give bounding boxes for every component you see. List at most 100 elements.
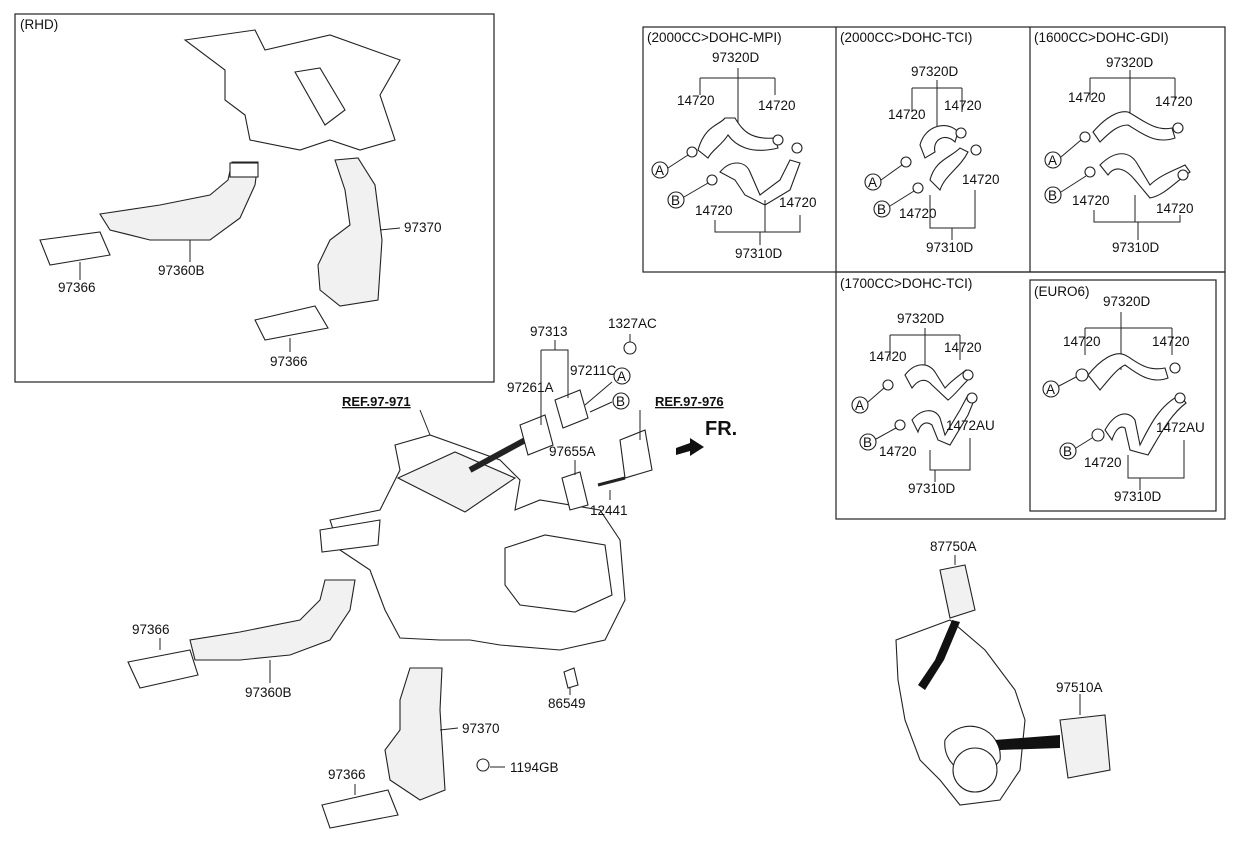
variant-1-marker-b-text: B bbox=[671, 193, 680, 208]
variant-2-clip-bottom-right: 14720 bbox=[962, 172, 1000, 187]
variant-4-bottom-bracket bbox=[929, 438, 971, 471]
variant-3-top-bracket bbox=[1089, 70, 1176, 118]
variant-1-marker-a bbox=[651, 161, 669, 179]
variant-1-top-label: 97320D bbox=[712, 50, 760, 65]
variant-2-marker-a bbox=[864, 173, 882, 191]
variant-4-title: (1700CC>DOHC-TCI) bbox=[840, 276, 972, 291]
variant-euro6-frame bbox=[1029, 279, 1217, 512]
variant-5-clip-right: 14720 bbox=[1152, 334, 1190, 349]
variant-3-marker-b-leader bbox=[1060, 175, 1087, 193]
variant-4-clip-icon-d bbox=[966, 392, 978, 404]
variant-3-clip-left: 14720 bbox=[1068, 90, 1106, 105]
heater-pipe-left bbox=[319, 519, 381, 553]
connector-ref-976 bbox=[619, 429, 653, 479]
variant-5-marker-b bbox=[1059, 442, 1077, 460]
variant-3-clip-bottom-right: 14720 bbox=[1156, 201, 1194, 216]
variant-1-marker-b bbox=[667, 191, 685, 209]
variant-3-marker-a bbox=[1044, 151, 1062, 169]
variant-3-lower-hose bbox=[1099, 153, 1191, 199]
variant-2-marker-b bbox=[873, 200, 891, 218]
variant-2-clip-bottom-left: 14720 bbox=[899, 206, 937, 221]
variant-1-title: (2000CC>DOHC-MPI) bbox=[647, 30, 782, 45]
variant-5-marker-a-text: A bbox=[1046, 382, 1055, 397]
marker-a-text: A bbox=[617, 369, 626, 384]
variant-4-marker-b-text: B bbox=[863, 435, 872, 450]
variant-1-clip-icon-c bbox=[706, 174, 718, 186]
variant-5-marker-b-leader bbox=[1075, 437, 1093, 449]
variant-2-clip-left: 14720 bbox=[888, 107, 926, 122]
variant-3-marker-b bbox=[1044, 186, 1062, 204]
car-rear: 87750A 97510A bbox=[895, 539, 1111, 806]
leader-ref-971 bbox=[419, 409, 431, 436]
variant-grid-bottom bbox=[835, 271, 1226, 520]
variant-4-marker-a-text: A bbox=[855, 398, 864, 413]
variant-5-top-label: 97320D bbox=[1103, 294, 1151, 309]
variant-2-marker-b-leader bbox=[889, 190, 915, 207]
front-label: FR. bbox=[705, 418, 737, 440]
rhd-duct-left bbox=[99, 161, 259, 241]
variant-5-marker-a-leader bbox=[1058, 376, 1077, 387]
variant-1-clip-icon-a bbox=[686, 146, 698, 158]
bolt-86549 bbox=[563, 667, 579, 689]
variant-4-top-label: 97320D bbox=[897, 311, 945, 326]
label-86549: 86549 bbox=[548, 696, 586, 711]
leader-97370 bbox=[439, 727, 459, 731]
rhd-duct-right bbox=[317, 157, 383, 307]
variant-1-clip-left: 14720 bbox=[677, 93, 715, 108]
variant-2-clip-right: 14720 bbox=[944, 98, 982, 113]
variant-3-clip-icon-d bbox=[1177, 169, 1189, 181]
variant-2: (2000CC>DOHC-TCI) 97320D 14720 14720 A B… bbox=[840, 30, 1000, 255]
label-97655a: 97655A bbox=[549, 444, 596, 459]
variant-5-clip-bottom-left: 14720 bbox=[1084, 455, 1122, 470]
label-12441: 12441 bbox=[590, 503, 628, 518]
variant-5-clip-bottom-right: 1472AU bbox=[1156, 420, 1205, 435]
ref-97-976: REF.97-976 bbox=[655, 394, 724, 409]
rhd-duct-outlet bbox=[294, 67, 346, 126]
variant-3-marker-b-text: B bbox=[1048, 188, 1057, 203]
variant-4-clip-icon-a bbox=[882, 379, 894, 391]
label-97261a: 97261A bbox=[507, 380, 554, 395]
heater-top-case bbox=[396, 451, 517, 513]
marker-a bbox=[613, 367, 631, 385]
callout-87750a bbox=[918, 620, 960, 690]
label-97313: 97313 bbox=[530, 324, 568, 339]
variant-1-marker-a-leader bbox=[667, 154, 689, 169]
variant-5-bottom-bracket bbox=[1127, 440, 1185, 479]
variant-5-clip-icon-c bbox=[1091, 428, 1105, 442]
rhd-pad-left bbox=[39, 231, 111, 266]
variant-4-clip-icon-b bbox=[962, 369, 974, 381]
variant-4-clip-bottom-left: 14720 bbox=[879, 444, 917, 459]
rhd-pad-right bbox=[254, 305, 329, 341]
variant-2-clip-icon-b bbox=[970, 144, 982, 156]
variant-5-top-bracket bbox=[1084, 312, 1173, 370]
variant-5-marker-a bbox=[1042, 380, 1060, 398]
variant-4-marker-b-leader bbox=[875, 427, 897, 440]
variant-3-clip-bottom-left: 14720 bbox=[1072, 193, 1110, 208]
variant-3-marker-a-leader bbox=[1060, 139, 1082, 158]
variant-3-title: (1600CC>DOHC-GDI) bbox=[1034, 30, 1169, 45]
leader-marker-a bbox=[584, 381, 613, 406]
rhd-heater-unit bbox=[183, 29, 401, 151]
variant-1: (2000CC>DOHC-MPI) 97320D 14720 14720 A B… bbox=[647, 30, 817, 261]
variant-5-upper-hose bbox=[1087, 353, 1169, 391]
variant-1-clip-icon-b bbox=[791, 142, 803, 154]
variant-2-title: (2000CC>DOHC-TCI) bbox=[840, 30, 972, 45]
variant-5-bottom-label: 97310D bbox=[1114, 489, 1162, 504]
rhd-frame bbox=[14, 13, 495, 383]
clip-1327ac bbox=[623, 341, 637, 355]
variant-5-title: (EURO6) bbox=[1034, 284, 1090, 299]
variant-4: (1700CC>DOHC-TCI) 97320D 14720 14720 A B… bbox=[840, 276, 995, 496]
variant-4-clip-icon-c bbox=[894, 419, 906, 431]
floor-pad-97366-left bbox=[127, 649, 199, 689]
blower-housing bbox=[504, 534, 613, 613]
rhd-duct-left-mouth bbox=[229, 162, 259, 178]
variant-3-bottom-bracket bbox=[1093, 195, 1181, 223]
variant-5: (EURO6) 97320D 14720 14720 A B 14720 147… bbox=[1034, 284, 1205, 504]
variant-4-bottom-label: 97310D bbox=[908, 481, 956, 496]
variant-4-marker-b bbox=[859, 433, 877, 451]
variant-3: (1600CC>DOHC-GDI) 97320D 14720 14720 A B… bbox=[1034, 30, 1194, 255]
variant-2-clip-icon-d bbox=[955, 127, 967, 139]
variant-5-clip-icon-b bbox=[1169, 362, 1181, 374]
label-87750a: 87750A bbox=[930, 539, 977, 554]
